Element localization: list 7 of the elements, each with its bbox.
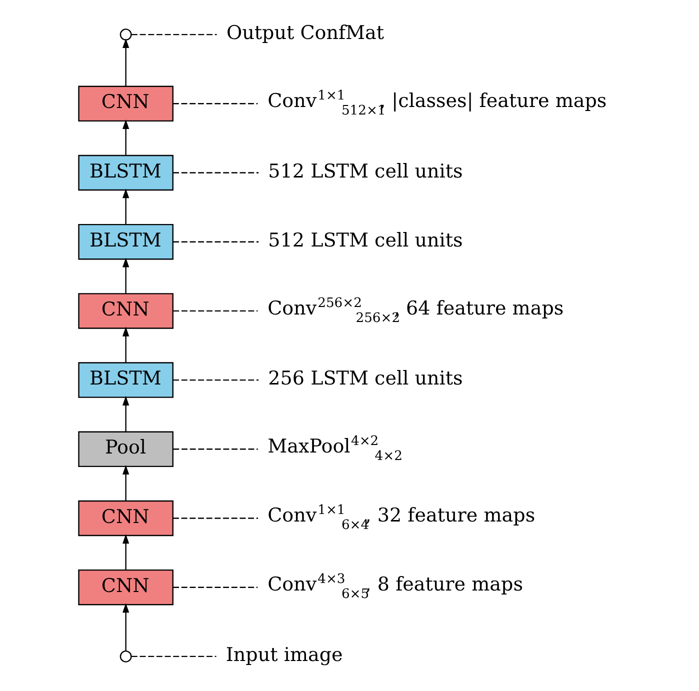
node-text: Conv$^{4×3}$$_{6×5}$, 8 feature maps [268, 572, 523, 602]
node-text: Conv$^{1×1}$$_{6×4}$, 32 feature maps [268, 503, 536, 534]
node-text: Input image [226, 644, 343, 666]
node-text: 256 LSTM cell units [268, 368, 463, 390]
node-text: 512 LSTM cell units [268, 160, 463, 182]
node-text: Output ConfMat [226, 22, 384, 44]
node-text: 512 LSTM cell units [268, 229, 463, 252]
